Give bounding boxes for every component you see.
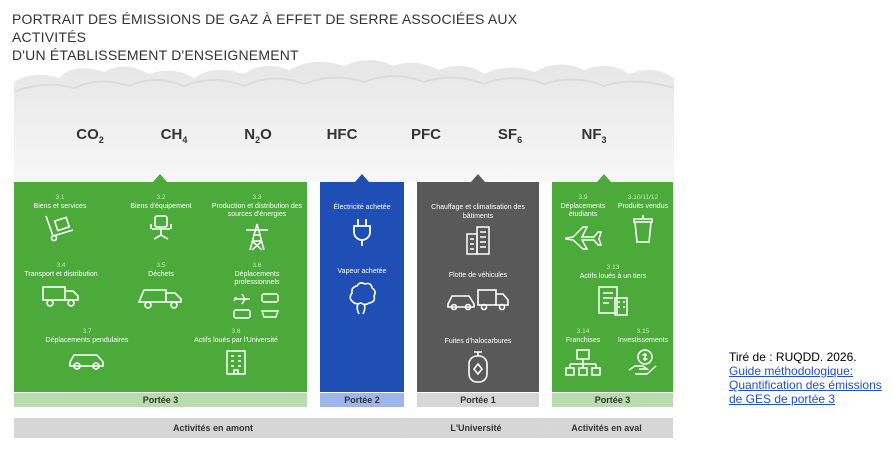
- gas-co2: CO2: [76, 126, 104, 145]
- cloud-band: [14, 60, 674, 182]
- lease-document-icon: [598, 286, 628, 316]
- scope-label-1: Portée 1: [417, 393, 539, 407]
- gas-sf6: SF6: [497, 126, 523, 145]
- item-halocarbons: Fuites d'halocarbures: [423, 338, 533, 384]
- phase-upstream-label: Activités en amont: [172, 423, 254, 433]
- item-3-15: 3.15 Investissements: [614, 328, 672, 378]
- item-electricity: Électricité achetée: [324, 204, 400, 248]
- panel-caret: [153, 174, 167, 182]
- garbage-truck-icon: [137, 289, 182, 309]
- gas-pfc: PFC: [411, 126, 441, 143]
- franchise-network-icon: [565, 349, 601, 376]
- item-3-10: 3.10/11/12 Produits vendus: [614, 194, 672, 244]
- item-3-14: 3.14 Franchises: [554, 328, 612, 378]
- buildings-icon: [466, 226, 490, 255]
- panel-caret: [355, 174, 369, 182]
- item-3-4: 3.4 Transport et distribution: [24, 262, 98, 308]
- panel-caret: [597, 174, 611, 182]
- panel-upstream: 3.1 Biens et services 3.2 Biens d'équipe…: [14, 174, 307, 392]
- item-3-3: 3.3 Production et distribution des sourc…: [210, 194, 304, 251]
- phase-downstream-arrow: Activités en aval: [540, 418, 673, 438]
- car-icon: [69, 354, 104, 370]
- gas-hfc: HFC: [326, 126, 358, 143]
- panel-scope-1: Chauffage et climatisation des bâtiments…: [417, 174, 539, 392]
- airplane-icon: [565, 225, 603, 250]
- item-3-8: 3.8 Actifs loués par l'Université: [176, 328, 296, 376]
- item-3-1: 3.1 Biens et services: [20, 194, 100, 242]
- steam-icon: [349, 281, 376, 314]
- hand-truck-icon: [45, 215, 74, 242]
- delivery-truck-icon: [42, 286, 79, 307]
- phase-university-label: L'Université: [450, 423, 502, 433]
- gas-ch4: CH4: [160, 126, 188, 145]
- phase-downstream-label: Activités en aval: [571, 423, 642, 433]
- item-3-13: 3.13 Actifs loués à un tiers: [558, 264, 668, 318]
- power-pylon-icon: [246, 223, 268, 251]
- gas-n2o: N2O: [244, 126, 272, 145]
- source-note: Tiré de : RUQDD. 2026. Guide méthodologi…: [729, 350, 889, 406]
- electric-plug-icon: [353, 218, 371, 246]
- title-line-1: Portrait des émissions de gaz à effet de…: [12, 11, 518, 45]
- vehicle-fleet-icon: [447, 288, 509, 310]
- item-heating: Chauffage et climatisation des bâtiments: [423, 204, 533, 256]
- item-fleet: Flotte de véhicules: [423, 272, 533, 312]
- money-hand-icon: [628, 349, 657, 375]
- scope-label-downstream: Portée 3: [552, 393, 673, 407]
- cup-icon: [633, 215, 653, 243]
- building-icon: [226, 350, 246, 375]
- item-3-9: 3.9 Déplacements étudiants: [554, 194, 612, 251]
- item-3-7: 3.7 Déplacements pendulaires: [32, 328, 142, 370]
- diagram-title: Portrait des émissions de gaz à effet de…: [12, 10, 532, 64]
- gas-cylinder-icon: [468, 350, 488, 383]
- source-link[interactable]: Guide méthodologique: Quantification des…: [729, 364, 882, 406]
- panel-caret: [471, 174, 485, 182]
- item-3-6: 3.6 Déplacements professionnels: [214, 262, 300, 321]
- item-3-2: 3.2 Biens d'équipement: [118, 194, 204, 242]
- panel-scope-2: Électricité achetée Vapeur achetée: [320, 174, 404, 392]
- item-3-5: 3.5 Déchets: [118, 262, 204, 310]
- travel-modes-icon: [233, 292, 279, 319]
- item-steam: Vapeur achetée: [324, 268, 400, 316]
- phase-university-arrow: L'Université: [404, 418, 548, 438]
- office-chair-icon: [150, 215, 172, 240]
- source-prefix: Tiré de : RUQDD. 2026.: [729, 350, 857, 364]
- scope-label-2: Portée 2: [320, 393, 404, 407]
- panel-downstream: 3.9 Déplacements étudiants 3.10/11/12 Pr…: [552, 174, 673, 392]
- gas-nf3: NF3: [581, 126, 607, 145]
- scope-label-upstream: Portée 3: [14, 393, 307, 407]
- phase-upstream-arrow: Activités en amont: [14, 418, 412, 438]
- gas-row: CO2 CH4 N2O HFC PFC SF6 NF3: [14, 126, 674, 150]
- title-line-2: d'un établissement d'enseignement: [12, 47, 299, 63]
